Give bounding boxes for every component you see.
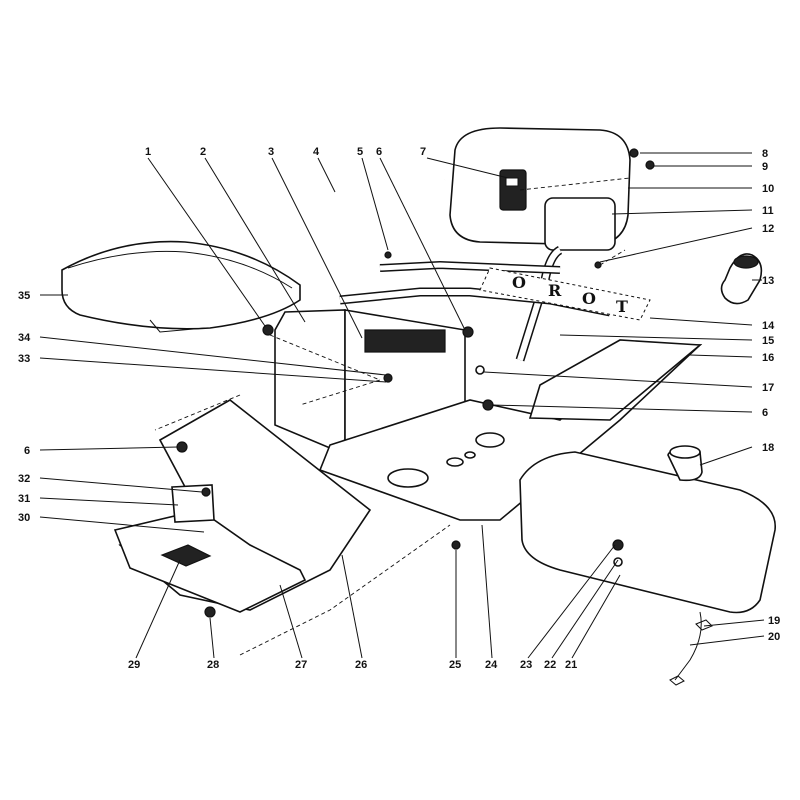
decal-letter-1: O <box>512 273 526 292</box>
callout-35: 35 <box>18 290 30 302</box>
callout-12: 12 <box>762 223 774 235</box>
callout-8: 8 <box>762 148 768 160</box>
callout-23: 23 <box>520 659 532 671</box>
callout-34: 34 <box>18 332 31 344</box>
callout-6-right: 6 <box>762 407 768 419</box>
callout-19: 19 <box>768 615 780 627</box>
callout-30: 30 <box>18 512 30 524</box>
callout-11: 11 <box>762 205 774 217</box>
right-platform <box>528 339 703 421</box>
callout-3: 3 <box>268 146 274 158</box>
seat-cushion <box>61 240 301 333</box>
callout-21: 21 <box>565 659 577 671</box>
decal-letter-4: T <box>616 297 628 316</box>
callout-31: 31 <box>18 493 30 505</box>
callout-16: 16 <box>762 352 774 364</box>
callout-9: 9 <box>762 161 768 173</box>
callout-6-top: 6 <box>376 146 382 158</box>
callout-13: 13 <box>762 275 774 287</box>
decal-letter-2: R <box>548 281 562 300</box>
fuel-tank <box>519 445 776 681</box>
callout-33: 33 <box>18 353 30 365</box>
callout-28: 28 <box>207 659 219 671</box>
seat-back <box>449 127 631 251</box>
callout-20: 20 <box>768 631 780 643</box>
callout-27: 27 <box>295 659 307 671</box>
callout-labels: 1 2 3 4 5 6 7 8 9 10 11 12 13 14 15 16 1… <box>18 146 780 671</box>
decal-strip: O R O T <box>479 267 651 321</box>
callout-2: 2 <box>200 146 206 158</box>
fuel-cap <box>720 253 763 305</box>
callout-6-left: 6 <box>24 445 30 457</box>
callout-29: 29 <box>128 659 140 671</box>
callout-32: 32 <box>18 473 30 485</box>
callout-26: 26 <box>355 659 367 671</box>
callout-7: 7 <box>420 146 426 158</box>
callout-24: 24 <box>485 659 498 671</box>
left-side-panel <box>274 309 466 449</box>
callout-22: 22 <box>544 659 556 671</box>
callout-17: 17 <box>762 382 774 394</box>
assembly-lines <box>154 177 631 656</box>
callout-18: 18 <box>762 442 774 454</box>
callout-14: 14 <box>762 320 775 332</box>
decal-letter-3: O <box>582 289 596 308</box>
callout-1: 1 <box>145 146 151 158</box>
leader-lines <box>39 152 765 659</box>
callout-4: 4 <box>313 146 320 158</box>
callout-25: 25 <box>449 659 461 671</box>
hardware <box>176 148 713 686</box>
callout-5: 5 <box>357 146 363 158</box>
callout-10: 10 <box>762 183 774 195</box>
callout-15: 15 <box>762 335 774 347</box>
